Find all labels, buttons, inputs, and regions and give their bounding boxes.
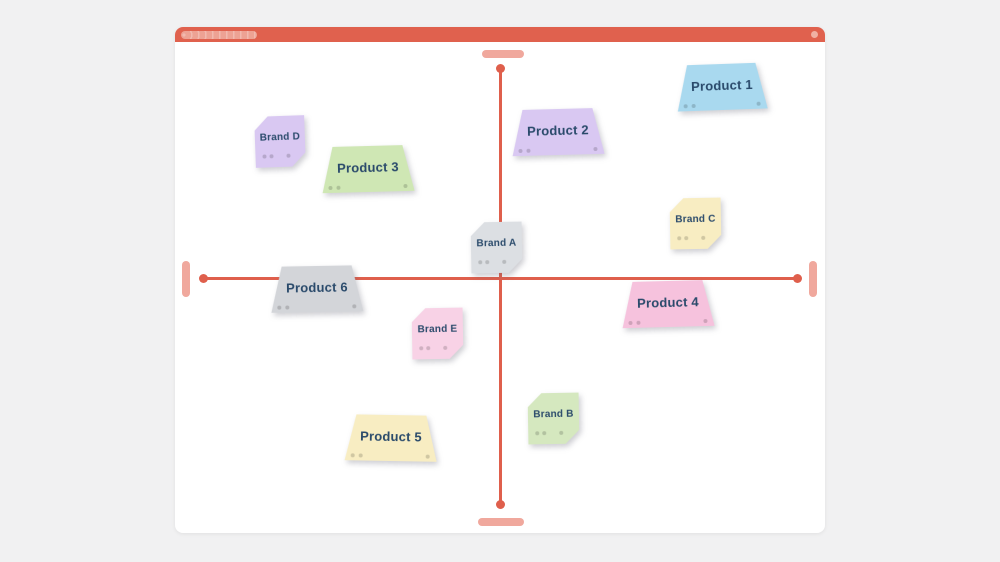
card-connector-dot-icon — [691, 104, 695, 108]
quadrant-canvas[interactable] — [175, 42, 825, 533]
brand-shape: Brand E — [412, 308, 464, 360]
card-connector-dot-icon — [485, 260, 489, 264]
card-label: Product 2 — [526, 121, 590, 139]
brand-shape: Brand A — [471, 222, 523, 274]
product-card[interactable]: Product 1 — [676, 62, 768, 111]
card-connector-dot-icon — [701, 236, 705, 240]
product-card[interactable]: Product 5 — [345, 414, 438, 462]
vertical-axis-top-endpoint[interactable] — [496, 64, 505, 73]
card-label: Product 5 — [360, 427, 423, 445]
product-card[interactable]: Product 6 — [271, 265, 364, 313]
card-connector-dot-icon — [684, 104, 688, 108]
window-titlebar — [175, 27, 825, 42]
card-label: Product 1 — [690, 76, 754, 94]
card-connector-dot-icon — [542, 431, 546, 435]
card-label: Brand A — [476, 237, 517, 249]
card-connector-dot-icon — [502, 260, 506, 264]
card-connector-dot-icon — [703, 319, 707, 323]
horizontal-axis-left-endpoint[interactable] — [199, 274, 208, 283]
card-connector-dot-icon — [285, 305, 289, 309]
card-connector-dot-icon — [262, 154, 266, 158]
card-label: Product 4 — [636, 293, 700, 311]
window-control-dot-icon[interactable] — [811, 31, 818, 38]
brand-shape: Brand B — [528, 393, 580, 445]
product-shape: Product 2 — [511, 108, 604, 156]
card-connector-dot-icon — [636, 321, 640, 325]
product-shape: Product 1 — [676, 62, 768, 111]
card-connector-dot-icon — [419, 346, 423, 350]
card-label: Brand E — [417, 323, 458, 335]
card-connector-dot-icon — [684, 236, 688, 240]
card-connector-dot-icon — [526, 149, 530, 153]
card-label: Product 6 — [285, 278, 348, 296]
card-connector-dot-icon — [426, 346, 430, 350]
card-connector-dot-icon — [559, 431, 563, 435]
axis-drag-handle-top[interactable] — [482, 50, 524, 58]
brand-shape: Brand D — [254, 115, 306, 168]
brand-card[interactable]: Brand B — [528, 393, 580, 445]
product-card[interactable]: Product 4 — [621, 280, 714, 328]
card-connector-dot-icon — [756, 102, 760, 106]
vertical-axis-line[interactable] — [499, 68, 502, 505]
card-connector-dot-icon — [329, 186, 333, 190]
product-card[interactable]: Product 3 — [321, 145, 414, 193]
product-shape: Product 6 — [271, 265, 364, 313]
card-connector-dot-icon — [519, 149, 523, 153]
card-connector-dot-icon — [403, 184, 407, 188]
axis-drag-handle-bottom[interactable] — [478, 518, 524, 526]
card-connector-dot-icon — [352, 304, 356, 308]
product-shape: Product 5 — [345, 414, 438, 462]
brand-card[interactable]: Brand D — [254, 115, 306, 168]
brand-card[interactable]: Brand A — [471, 222, 523, 274]
vertical-axis-bottom-endpoint[interactable] — [496, 500, 505, 509]
product-shape: Product 3 — [321, 145, 414, 193]
card-connector-dot-icon — [677, 236, 681, 240]
card-connector-dot-icon — [278, 306, 282, 310]
card-connector-dot-icon — [425, 455, 429, 459]
product-shape: Product 4 — [621, 280, 714, 328]
card-label: Brand D — [259, 130, 301, 144]
brand-card[interactable]: Brand C — [670, 198, 722, 250]
card-connector-dot-icon — [593, 147, 597, 151]
product-card[interactable]: Product 2 — [511, 108, 604, 156]
axis-drag-handle-right[interactable] — [809, 261, 817, 297]
axis-drag-handle-left[interactable] — [182, 261, 190, 297]
card-label: Brand C — [675, 213, 716, 225]
brand-shape: Brand C — [670, 198, 722, 250]
card-connector-dot-icon — [535, 431, 539, 435]
title-placeholder-pill-icon — [181, 31, 257, 39]
card-label: Brand B — [533, 408, 574, 420]
card-connector-dot-icon — [358, 453, 362, 457]
horizontal-axis-line[interactable] — [203, 277, 798, 280]
brand-card[interactable]: Brand E — [412, 308, 464, 360]
card-connector-dot-icon — [286, 153, 290, 157]
horizontal-axis-right-endpoint[interactable] — [793, 274, 802, 283]
card-connector-dot-icon — [629, 321, 633, 325]
card-connector-dot-icon — [269, 154, 273, 158]
card-label: Product 3 — [336, 158, 400, 176]
card-connector-dot-icon — [478, 260, 482, 264]
card-connector-dot-icon — [336, 186, 340, 190]
card-connector-dot-icon — [351, 453, 355, 457]
card-connector-dot-icon — [443, 346, 447, 350]
